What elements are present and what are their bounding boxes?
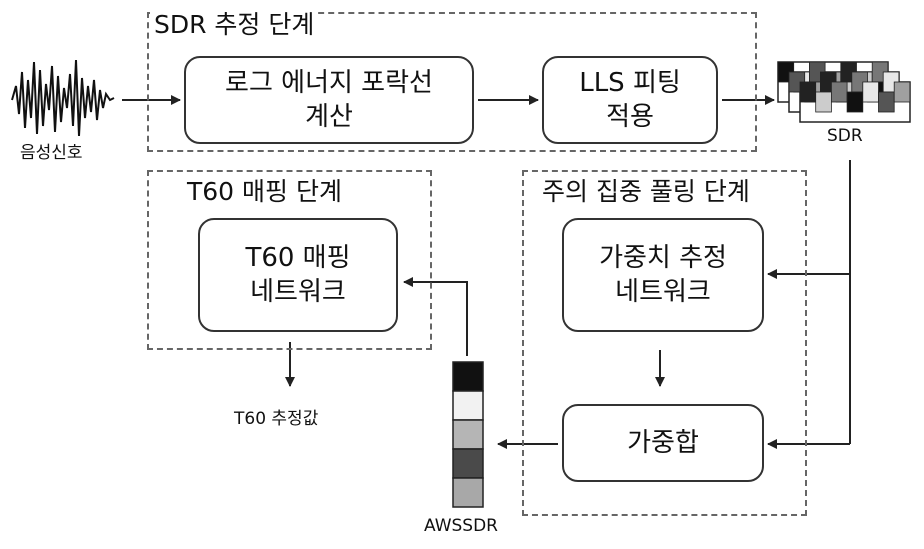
sdr-cell (893, 81, 911, 103)
awssdr-cell (452, 448, 484, 479)
stage-t60-mapping (147, 170, 432, 350)
node-weight-net-line2: 네트워크 (615, 277, 711, 307)
sdr-matrix-icon (777, 61, 911, 123)
caption-t60-estimate: T60 추정값 (234, 409, 319, 429)
node-log-energy-line1: 로그 에너지 포락선 (225, 68, 433, 98)
node-t60-net-line1: T60 매핑 (245, 243, 351, 273)
stage-attention-pooling (522, 170, 807, 516)
node-lls-line1: LLS 피팅 (579, 68, 681, 98)
node-lls-line2: 적용 (606, 102, 654, 132)
sdr-cell (799, 81, 817, 103)
node-weighted-sum: 가중합 (562, 404, 764, 482)
stage-sdr-estimation (147, 12, 757, 152)
sdr-cell (831, 81, 848, 103)
node-weight-net-line1: 가중치 추정 (599, 243, 727, 273)
caption-speech: 음성신호 (20, 143, 83, 163)
awssdr-vector-icon (452, 361, 484, 508)
node-log-energy: 로그 에너지 포락선 계산 (184, 56, 474, 144)
node-weight-net: 가중치 추정 네트워크 (562, 218, 764, 332)
caption-sdr: SDR (827, 126, 863, 146)
sdr-cell (815, 91, 832, 113)
stage-t60-label: T60 매핑 단계 (183, 172, 346, 208)
arrow-awssdr-to-t60-net (403, 277, 468, 356)
awssdr-cell (452, 419, 484, 450)
awssdr-cell (452, 477, 484, 508)
sdr-cell (878, 91, 895, 113)
speech-waveform-icon (11, 59, 115, 137)
node-t60-net-line2: 네트워크 (250, 277, 346, 307)
caption-awssdr: AWSSDR (424, 516, 498, 536)
sdr-cell (846, 91, 864, 113)
node-t60-net: T60 매핑 네트워크 (198, 218, 398, 332)
stage-attention-label: 주의 집중 풀링 단계 (538, 172, 754, 208)
node-log-energy-line2: 계산 (305, 102, 353, 132)
node-lls: LLS 피팅 적용 (542, 56, 718, 144)
awssdr-cell (452, 361, 484, 392)
node-weighted-sum-line1: 가중합 (627, 428, 699, 458)
stage-sdr-label: SDR 추정 단계 (150, 5, 319, 41)
awssdr-cell (452, 390, 484, 421)
sdr-cell (862, 81, 879, 103)
